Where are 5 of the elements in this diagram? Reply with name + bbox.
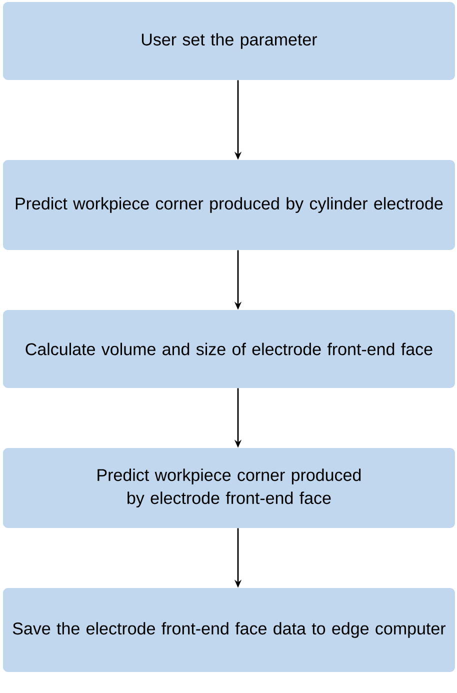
process-box: Predict workpiece corner produced by electrode front-end face	[3, 448, 455, 528]
process-box: Predict workpiece corner produced by cylinder electrode	[3, 160, 455, 250]
process-box: Calculate volume and size of electrode front-end face	[3, 310, 455, 388]
process-box: Save the electrode front-end face data to edge computer	[3, 588, 455, 672]
process-box: User set the parameter	[3, 2, 455, 80]
